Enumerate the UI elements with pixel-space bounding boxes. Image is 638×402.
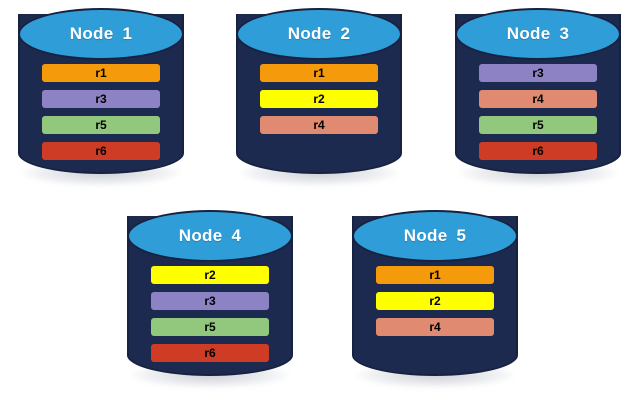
- record-bar-r2[interactable]: r2: [376, 292, 494, 310]
- database-node-5[interactable]: Node 5 r1 r2 r4: [344, 208, 526, 390]
- record-bar-r2[interactable]: r2: [260, 90, 378, 108]
- cylinder-top-ellipse: [455, 8, 621, 60]
- record-bar-r1[interactable]: r1: [42, 64, 160, 82]
- cylinder-top-ellipse: [127, 210, 293, 262]
- record-bar-r4[interactable]: r4: [260, 116, 378, 134]
- record-bar-r6[interactable]: r6: [151, 344, 269, 362]
- node-label: Node 5: [403, 226, 467, 245]
- database-node-4[interactable]: Node 4 r2 r3 r5 r6: [119, 208, 301, 390]
- node-label: Node 2: [287, 24, 351, 43]
- record-bar-r6[interactable]: r6: [479, 142, 597, 160]
- cylinder-top-ellipse: [352, 210, 518, 262]
- record-list: r1 r3 r5 r6: [42, 64, 160, 160]
- node-label: Node 4: [178, 226, 242, 245]
- record-bar-r5[interactable]: r5: [479, 116, 597, 134]
- cylinder-top-ellipse: [236, 8, 402, 60]
- database-node-1[interactable]: Node 1 r1 r3 r5 r6: [10, 6, 192, 188]
- record-bar-r6[interactable]: r6: [42, 142, 160, 160]
- node-label: Node 1: [69, 24, 133, 43]
- database-node-2[interactable]: Node 2 r1 r2 r4: [228, 6, 410, 188]
- record-list: r1 r2 r4: [376, 266, 494, 336]
- record-list: r2 r3 r5 r6: [151, 266, 269, 362]
- record-bar-r4[interactable]: r4: [479, 90, 597, 108]
- record-bar-r1[interactable]: r1: [376, 266, 494, 284]
- record-bar-r3[interactable]: r3: [151, 292, 269, 310]
- record-bar-r5[interactable]: r5: [151, 318, 269, 336]
- record-list: r1 r2 r4: [260, 64, 378, 134]
- record-bar-r1[interactable]: r1: [260, 64, 378, 82]
- record-bar-r3[interactable]: r3: [479, 64, 597, 82]
- record-bar-r4[interactable]: r4: [376, 318, 494, 336]
- record-bar-r5[interactable]: r5: [42, 116, 160, 134]
- database-node-3[interactable]: Node 3 r3 r4 r5 r6: [447, 6, 629, 188]
- node-label: Node 3: [506, 24, 570, 43]
- record-list: r3 r4 r5 r6: [479, 64, 597, 160]
- record-bar-r2[interactable]: r2: [151, 266, 269, 284]
- cylinder-top-ellipse: [18, 8, 184, 60]
- record-bar-r3[interactable]: r3: [42, 90, 160, 108]
